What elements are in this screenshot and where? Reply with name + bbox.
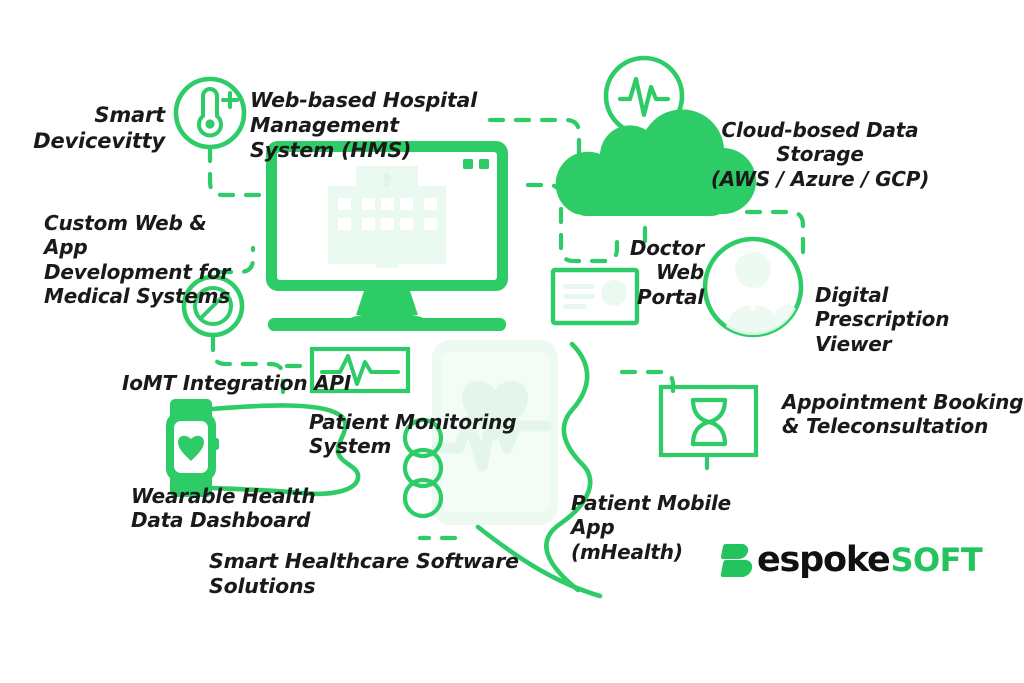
logo-b-mark-icon	[722, 544, 756, 577]
doctor-portal-card-icon	[550, 267, 640, 326]
solid-connector-curves	[209, 341, 603, 599]
thermometer-plus-icon	[173, 76, 247, 150]
logo-word-secondary: SOFT	[890, 541, 983, 579]
ecg-monitor-rect-icon	[309, 346, 411, 394]
label-appointment-booking: Appointment Booking & Teleconsultation	[782, 390, 1024, 439]
label-wearable-health-dashboard: Wearable Health Data Dashboard	[131, 484, 316, 533]
doctor-avatar-circle-icon	[702, 236, 804, 338]
smartwatch-heart-icon	[166, 399, 219, 497]
caption-smart-healthcare: Smart Healthcare Software Solutions	[209, 549, 519, 598]
dna-helix-rect-icon	[658, 384, 759, 458]
label-hms: Web-based Hospital Management System (HM…	[250, 88, 478, 162]
label-cloud-storage: Cloud-bosed Data Storage (AWS / Azure / …	[710, 118, 930, 191]
label-digital-prescription-viewer: Digital Prescription Viewer	[815, 283, 950, 356]
desktop-monitor-hospital-icon	[266, 141, 508, 331]
label-doctor-web-portal: Doctor Web Portal	[629, 236, 704, 309]
label-patient-mobile-app: Patient Mobile App (mHealth)	[571, 491, 732, 564]
tablet-heart-ecg-ghost-icon	[432, 340, 558, 525]
stacked-circles-icon	[402, 417, 444, 519]
label-iomt-integration-api: IoMT Integration API	[122, 371, 352, 395]
prohibition-icon	[181, 274, 245, 338]
label-smart-devicevitty: Smart Devicevitty	[33, 103, 165, 153]
label-custom-development: Custom Web & App Development for Medical…	[44, 211, 231, 309]
logo-word-primary: espoke	[757, 540, 891, 580]
cloud-icon	[555, 109, 756, 216]
label-patient-monitoring-system: Patient Monitoring System	[309, 410, 517, 459]
bespokesoft-logo: espoke SOFT	[722, 540, 983, 580]
